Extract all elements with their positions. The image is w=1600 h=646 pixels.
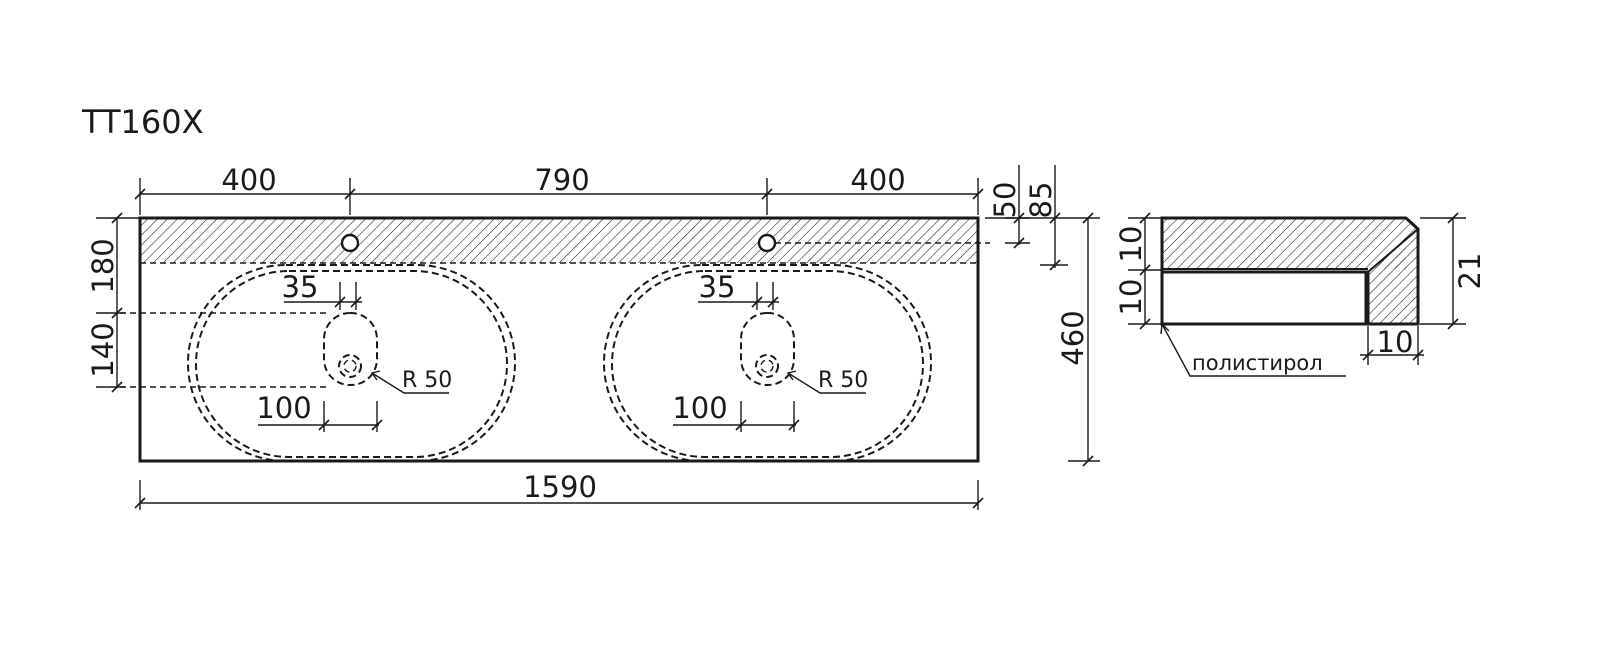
dim-slot-depth: 180 [86,238,120,293]
drain-slot-left [323,312,378,386]
dim-width-center: 790 [534,163,589,197]
drain-hole-right [755,354,779,378]
left-sink-dimensions: 35 100 R 50 [256,270,452,432]
total-depth-dimension: 460 [1056,212,1100,467]
drain-center-left [343,359,357,373]
drain-center-right [760,359,774,373]
basin-left-inner [195,270,508,458]
countertop-outline [138,216,980,463]
drain-hole-left [338,354,362,378]
dim-bottom-layer: 10 [1114,279,1148,316]
back-strip-hatch [140,218,978,263]
dim-drain-offset-right: 35 [699,270,736,304]
dim-edge-width: 10 [1377,325,1414,359]
core-material-label: полистирол [1192,351,1323,375]
dim-top-layer: 10 [1114,226,1148,263]
dim-width-right: 400 [850,163,905,197]
faucet-hole-right [757,233,777,253]
top-dimensions: 400 790 400 [134,163,984,215]
dim-radius-right: R 50 [818,368,868,393]
dim-drain-width-left: 100 [256,391,311,425]
dim-total-width: 1590 [523,470,597,504]
dim-slot-length: 140 [86,322,120,377]
dim-width-left: 400 [221,163,276,197]
basin-right-outer [603,264,932,462]
dim-total-depth: 460 [1056,310,1090,365]
polystyrene-core [1160,270,1368,326]
dim-faucet-offset: 50 [988,182,1022,219]
dim-strip-depth: 85 [1024,182,1058,219]
right-sink-dimensions: 35 100 R 50 [672,270,868,432]
dim-section-height: 21 [1453,253,1487,290]
basin-right-inner [611,270,924,458]
basin-left-outer [187,264,516,462]
dim-radius-left: R 50 [402,368,452,393]
drain-slot-right [740,312,795,386]
model-title: TT160X [81,103,204,141]
plan-view [120,216,990,463]
dim-drain-offset-left: 35 [282,270,319,304]
dim-drain-width-right: 100 [672,391,727,425]
section-view: 10 10 21 10 полистирол [1114,212,1487,377]
left-dimensions: 180 140 [86,212,140,393]
total-width-dimension: 1590 [134,470,984,510]
right-depth-dimensions: 50 85 [985,165,1068,271]
faucet-hole-left [340,233,360,253]
